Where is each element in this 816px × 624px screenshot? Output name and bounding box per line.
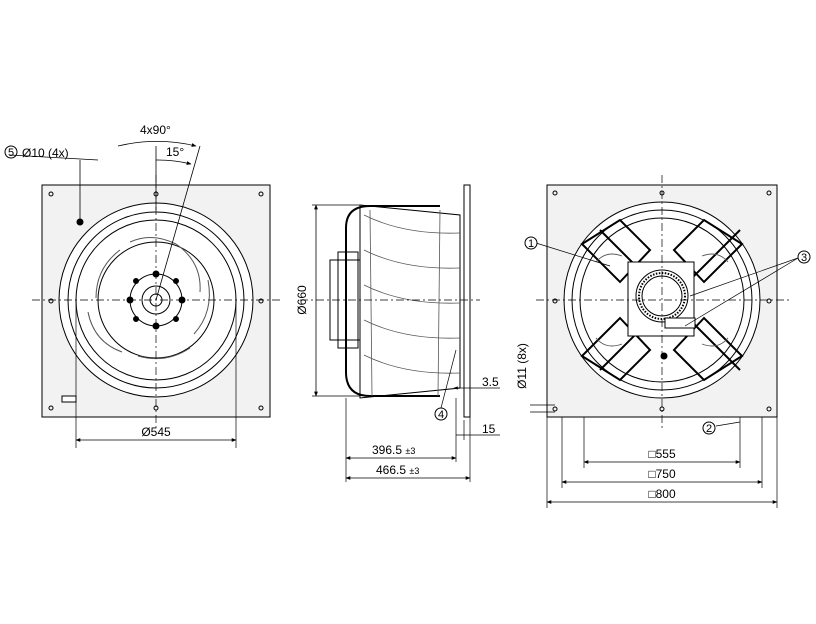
rear-view xyxy=(530,175,799,508)
callout-3: 3 xyxy=(801,252,807,264)
impeller-blades xyxy=(87,237,210,360)
rear-view-labels: 1 3 2 Ø11 (8x) □555 □750 □800 xyxy=(515,236,811,501)
front-corner-hole xyxy=(48,405,54,411)
front-corner-hole xyxy=(48,191,54,197)
side-flange xyxy=(463,184,471,418)
front-mid-hole xyxy=(48,298,54,304)
flange-gap-label: 3.5 xyxy=(482,375,499,389)
impeller-diameter-label: Ø545 xyxy=(141,425,171,439)
front-corner-hole xyxy=(258,191,264,197)
front-mid-hole xyxy=(258,298,264,304)
front-view xyxy=(9,141,282,448)
depth-2-label: 466.5 ±3 xyxy=(376,463,419,477)
square-750-label: □750 xyxy=(648,467,676,481)
side-impeller-body xyxy=(359,204,461,399)
square-555-label: □555 xyxy=(648,447,676,461)
height-label: Ø660 xyxy=(295,285,309,315)
front-view-labels: 5 Ø10 (4x) 4x90° 15° Ø545 xyxy=(4,123,184,439)
depth-1-label: 396.5 ±3 xyxy=(372,443,415,457)
side-view xyxy=(300,184,500,482)
angle-offset-label: 15° xyxy=(166,145,184,159)
callout-2: 2 xyxy=(706,423,712,435)
flange-thickness-label: 15 xyxy=(482,422,496,436)
front-hole-callout-number: 5 xyxy=(8,147,14,159)
front-hole-callout-label: Ø10 (4x) xyxy=(22,146,69,160)
callout-4: 4 xyxy=(438,409,444,421)
angle-pitch-label: 4x90° xyxy=(140,123,171,137)
side-view-labels: Ø660 3.5 15 396.5 ±3 466.5 ±3 4 xyxy=(295,285,499,477)
square-800-label: □800 xyxy=(648,487,676,501)
front-corner-hole xyxy=(258,405,264,411)
mount-holes-label: Ø11 (8x) xyxy=(515,343,529,389)
callout-1: 1 xyxy=(528,238,534,250)
